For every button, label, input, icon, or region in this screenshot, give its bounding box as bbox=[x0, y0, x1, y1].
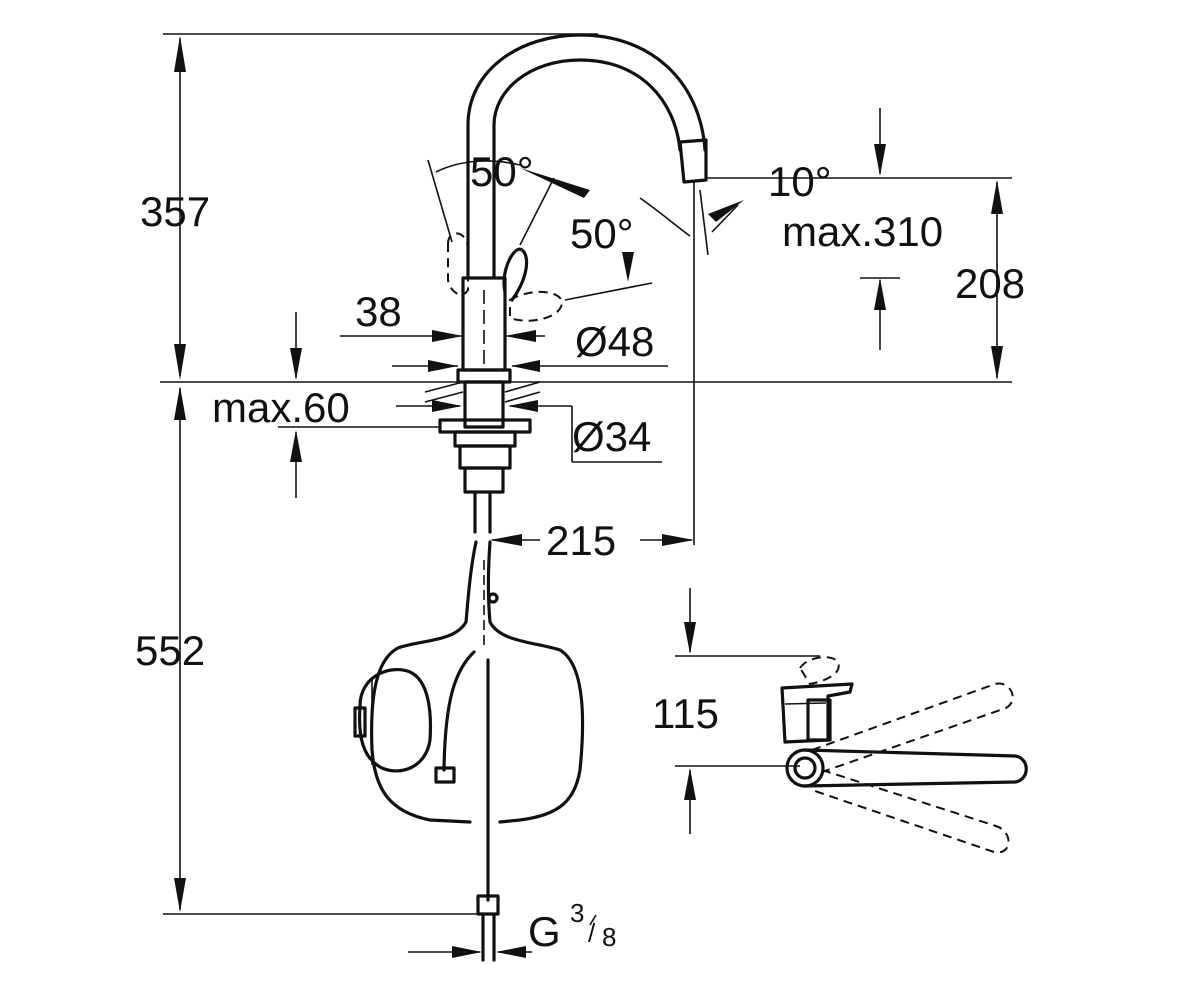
height-dimension-lines bbox=[160, 33, 1012, 915]
connection-thread-label: G bbox=[528, 908, 561, 955]
outlet-height-dimension bbox=[860, 108, 1003, 380]
angle-markers bbox=[427, 159, 1012, 545]
reach-dimension bbox=[490, 534, 694, 546]
spray-angle-label: 10° bbox=[768, 158, 832, 205]
height-upper-label: 357 bbox=[140, 188, 210, 235]
outlet-height-label: 208 bbox=[955, 260, 1025, 307]
deck-dimensions bbox=[278, 312, 662, 498]
lever bbox=[502, 247, 529, 302]
connection-fraction-slash: / bbox=[588, 918, 596, 948]
height-lower-label: 552 bbox=[135, 627, 205, 674]
connection-dimension bbox=[408, 914, 597, 958]
hole-diameter-label: Ø34 bbox=[572, 413, 651, 460]
connection-fraction-numerator: 3 bbox=[570, 898, 584, 928]
max-deck-thickness-label: max.60 bbox=[212, 384, 350, 431]
hoses bbox=[370, 540, 585, 962]
body-diameter-label: Ø48 bbox=[575, 318, 654, 365]
lever-angle-label: 50° bbox=[570, 210, 634, 257]
spray-head bbox=[678, 138, 708, 184]
faucet-body bbox=[424, 33, 708, 534]
max-spout-height-label: max.310 bbox=[782, 208, 943, 255]
spout bbox=[466, 33, 707, 280]
body-width-dimensions bbox=[340, 330, 668, 372]
side-view bbox=[675, 588, 1028, 854]
spout-angle-label: 50° bbox=[470, 148, 534, 195]
lever-offset-label: 38 bbox=[355, 288, 402, 335]
hose-weight bbox=[353, 667, 433, 773]
connection-fraction-denominator: 8 bbox=[602, 922, 616, 952]
side-view-height-label: 115 bbox=[652, 690, 719, 737]
reach-label: 215 bbox=[546, 517, 616, 564]
